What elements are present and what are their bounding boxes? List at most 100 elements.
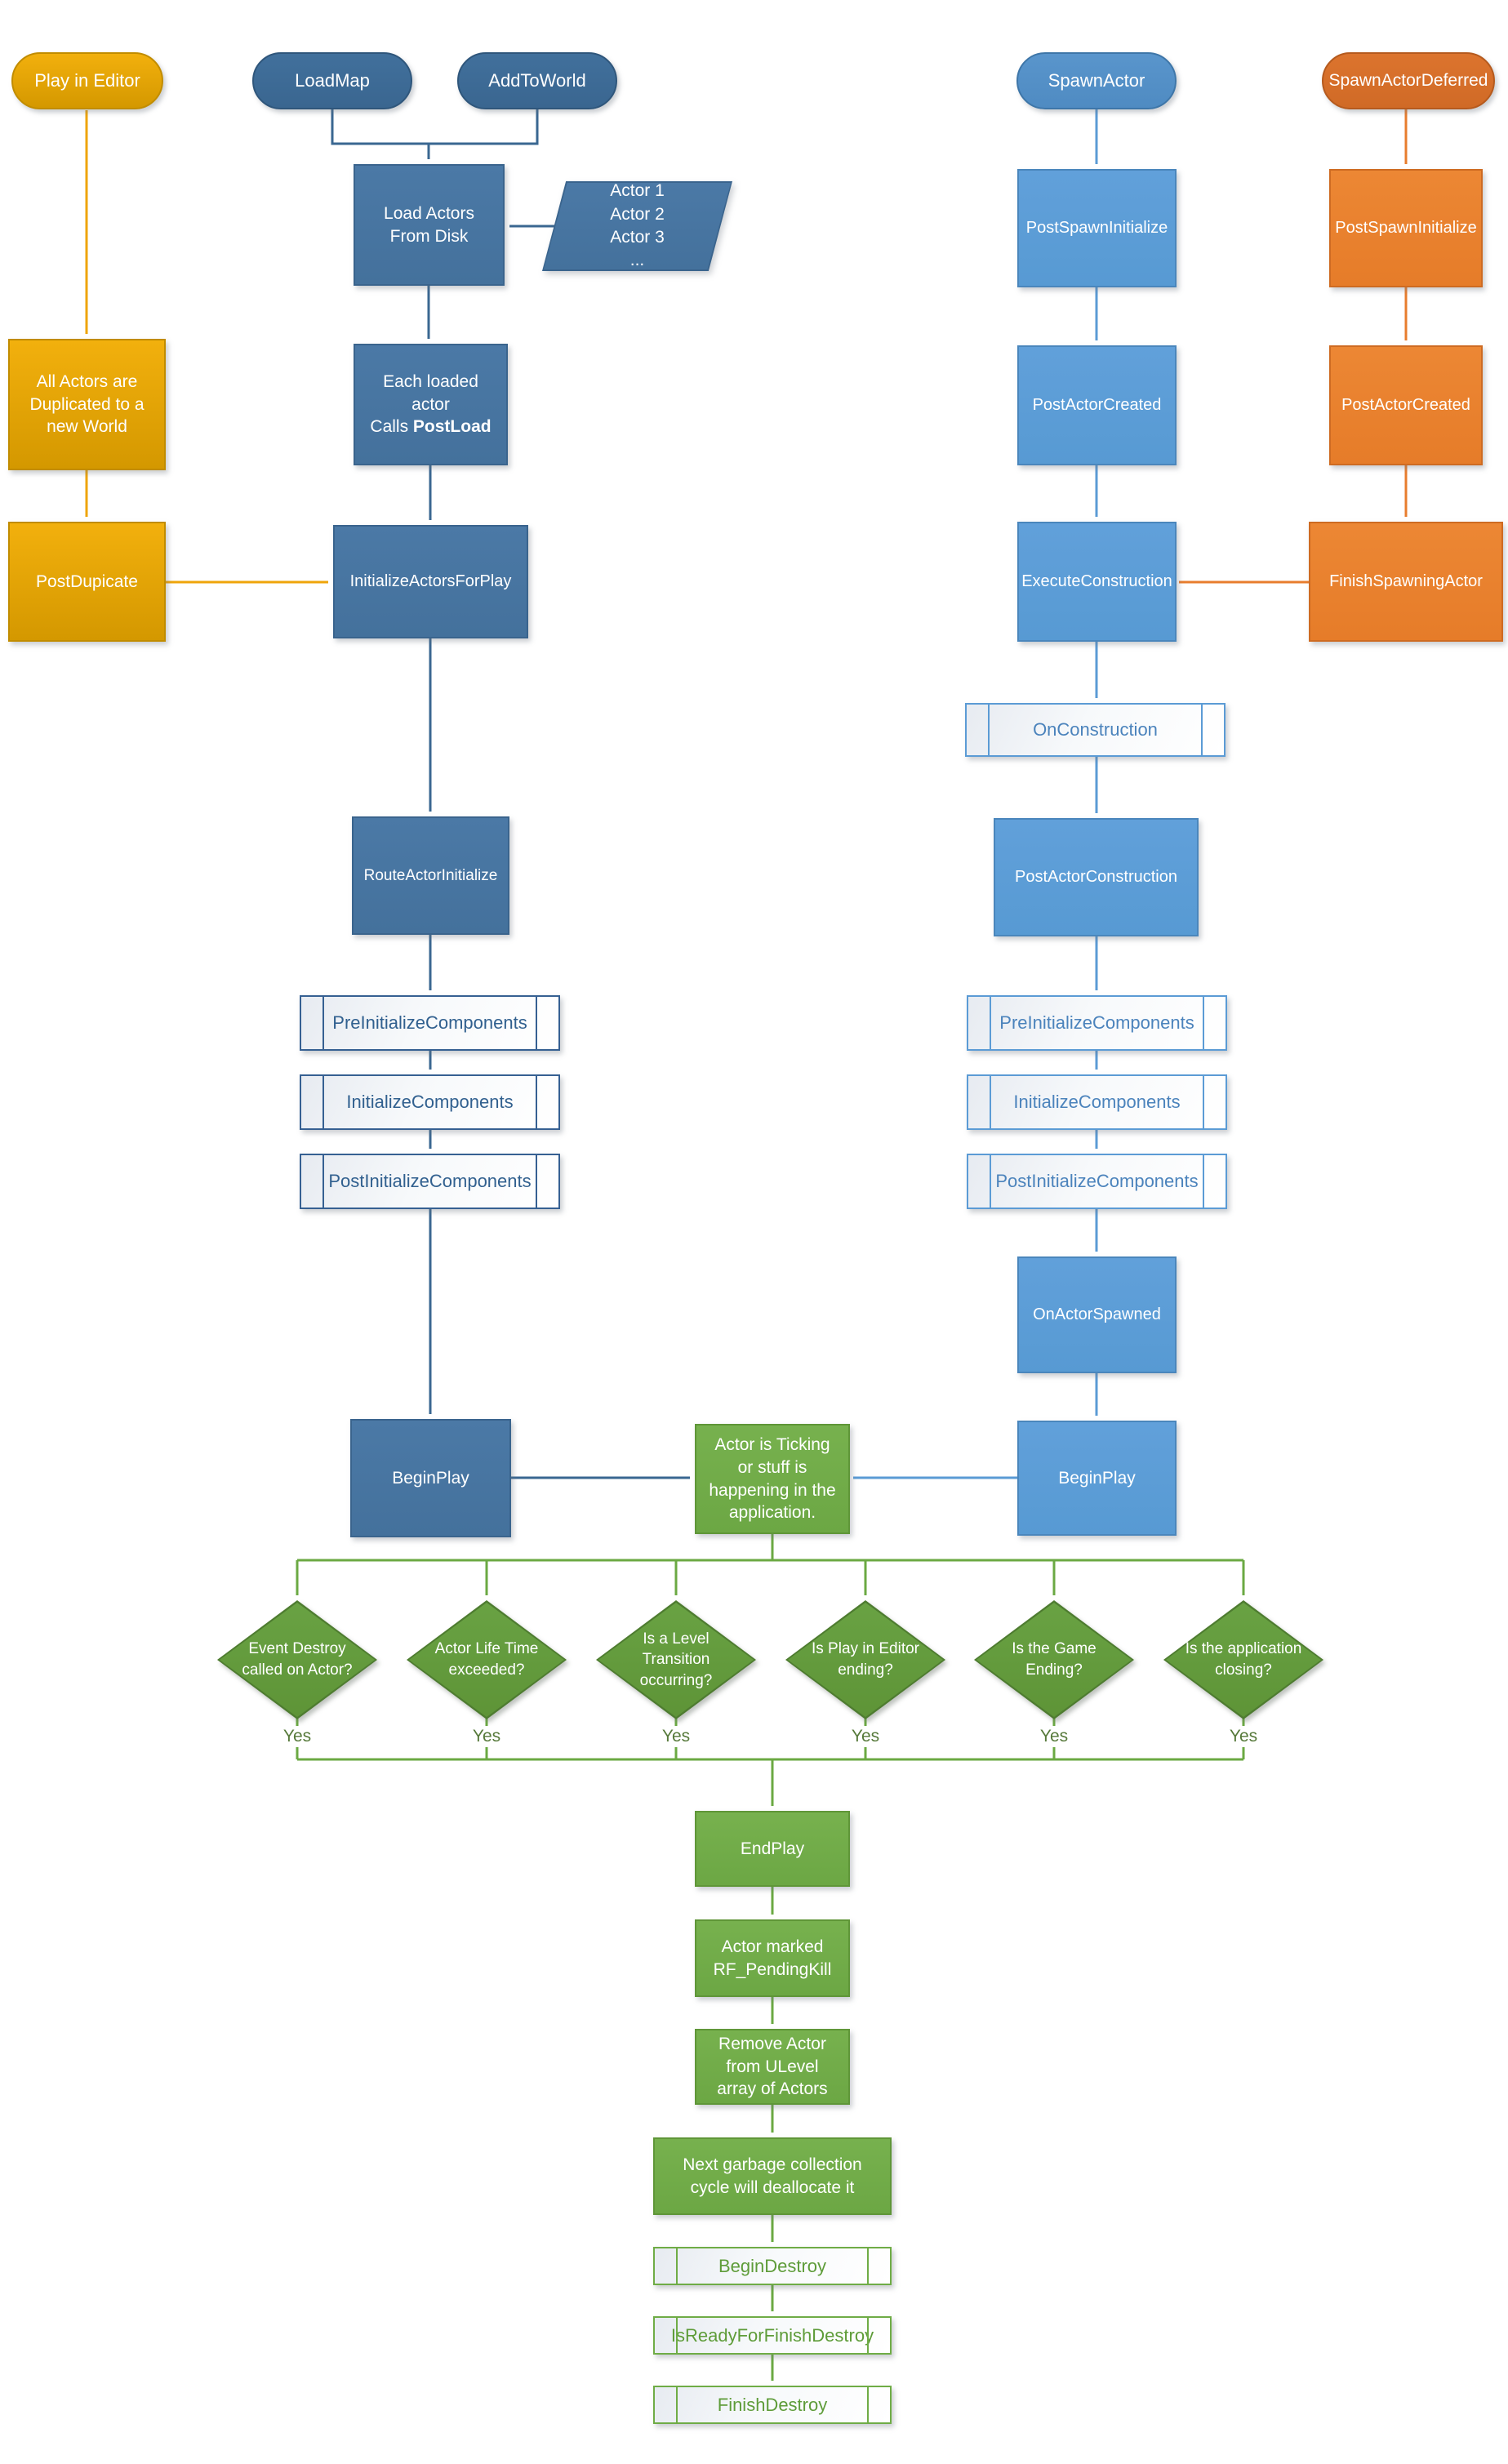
on-actor-spawned-box: OnActorSpawned [1017,1256,1177,1373]
post-spawn-initialize-blue-box: PostSpawnInitialize [1017,169,1177,287]
yes-label-1: Yes [278,1726,316,1747]
spawn-actor-start: SpawnActor [1016,52,1177,109]
actor-list-line: ... [629,251,645,270]
post-initialize-components-right-subroutine: PostInitializeComponents [967,1154,1227,1209]
spawn-actor-label: SpawnActor [1048,70,1145,91]
post-actor-created-orange-label: PostActorCreated [1341,396,1470,415]
decision-game-ending-label: Is the Game Ending? [1012,1640,1097,1679]
decision-game-ending: Is the Game Ending? [974,1600,1134,1719]
actor-list-line: Actor 3 [610,228,665,247]
spawn-actor-deferred-start: SpawnActorDeferred [1322,52,1495,109]
on-actor-spawned-label: OnActorSpawned [1033,1305,1161,1324]
actor-list-fill [544,183,731,269]
actor-marked-pending-kill-label: Actor marked RF_PendingKill [713,1937,832,1979]
finish-destroy-label: FinishDestroy [717,2394,828,2415]
decision-pie-ending: Is Play in Editor ending? [785,1600,945,1719]
post-initialize-components-right-label: PostInitializeComponents [995,1171,1199,1191]
play-in-editor-start: Play in Editor [11,52,163,109]
pre-initialize-components-right-label: PreInitializeComponents [999,1012,1194,1033]
begin-play-right-box: BeginPlay [1017,1421,1177,1536]
decision-lifetime-exceeded-label: Actor Life Time exceeded? [434,1640,539,1679]
load-map-label: LoadMap [295,70,370,91]
remove-actor-ulevel-label: Remove Actor from ULevel array of Actors [717,2034,828,2099]
decision-level-transition: Is a Level Transition occurring? [596,1600,756,1719]
pre-initialize-components-right-subroutine: PreInitializeComponents [967,995,1227,1051]
each-loaded-actor-postload: PostLoad [412,417,492,437]
remove-actor-ulevel-box: Remove Actor from ULevel array of Actors [695,2029,850,2105]
on-construction-label: OnConstruction [1033,719,1158,740]
play-in-editor-label: Play in Editor [34,70,140,91]
decision-level-transition-label: Is a Level Transition occurring? [639,1630,713,1689]
begin-destroy-subroutine: BeginDestroy [653,2247,892,2285]
begin-play-right-label: BeginPlay [1058,1468,1136,1488]
on-construction-subroutine: OnConstruction [965,703,1226,757]
finish-spawning-actor-box: FinishSpawningActor [1309,522,1503,642]
initialize-actors-for-play-label: InitializeActorsForPlay [349,572,512,591]
actor-list-line: Actor 2 [610,204,665,224]
garbage-collection-box: Next garbage collection cycle will deall… [653,2137,892,2215]
finish-destroy-subroutine: FinishDestroy [653,2386,892,2424]
post-dupicate-box: PostDupicate [8,522,166,642]
execute-construction-label: ExecuteConstruction [1021,572,1172,591]
decision-application-closing: Is the application closing? [1163,1600,1323,1719]
decision-application-closing-label: Is the application closing? [1185,1640,1302,1679]
execute-construction-box: ExecuteConstruction [1017,522,1177,642]
actor-list-data-shape: Actor 1 Actor 2 Actor 3 ... [542,181,732,271]
decision-pie-ending-label: Is Play in Editor ending? [812,1640,919,1679]
pre-initialize-components-left-subroutine: PreInitializeComponents [300,995,560,1051]
actor-list-lines: Actor 1 Actor 2 Actor 3 ... [542,181,732,271]
post-actor-created-blue-label: PostActorCreated [1032,396,1162,415]
yes-label-4: Yes [847,1726,884,1747]
add-to-world-start: AddToWorld [457,52,617,109]
post-spawn-initialize-blue-label: PostSpawnInitialize [1025,219,1168,238]
load-map-start: LoadMap [252,52,412,109]
post-dupicate-label: PostDupicate [36,572,138,591]
initialize-components-left-label: InitializeComponents [346,1092,514,1112]
actor-ticking-box: Actor is Ticking or stuff is happening i… [695,1424,850,1534]
post-spawn-initialize-orange-label: PostSpawnInitialize [1335,219,1477,238]
is-ready-for-finish-destroy-label: IsReadyForFinishDestroy [670,2324,874,2346]
is-ready-for-finish-destroy-subroutine: IsReadyForFinishDestroy [653,2316,892,2355]
begin-play-left-label: BeginPlay [392,1468,469,1488]
actor-list-line: Actor 1 [610,181,665,201]
elbow-loadmap-addtoworld [331,109,539,145]
post-actor-created-orange-box: PostActorCreated [1329,345,1483,465]
all-actors-duplicated-box: All Actors are Duplicated to a new World [8,339,166,470]
begin-destroy-label: BeginDestroy [718,2255,827,2276]
load-actors-from-disk-label: Load Actors From Disk [384,203,474,246]
initialize-components-right-label: InitializeComponents [1013,1092,1181,1112]
pre-initialize-components-left-label: PreInitializeComponents [332,1012,527,1033]
each-loaded-actor-line2: Calls [370,417,413,437]
all-actors-duplicated-label: All Actors are Duplicated to a new World [29,371,145,437]
post-initialize-components-left-subroutine: PostInitializeComponents [300,1154,560,1209]
each-loaded-actor-line1: Each loaded actor [383,371,478,414]
garbage-collection-label: Next garbage collection cycle will deall… [683,2155,862,2197]
finish-spawning-actor-label: FinishSpawningActor [1329,572,1483,591]
decision-event-destroy: Event Destroy called on Actor? [217,1600,377,1719]
load-actors-from-disk-box: Load Actors From Disk [354,164,505,286]
decision-event-destroy-label: Event Destroy called on Actor? [242,1640,353,1679]
yes-label-5: Yes [1035,1726,1073,1747]
post-actor-construction-label: PostActorConstruction [1015,868,1177,887]
route-actor-initialize-label: RouteActorInitialize [363,866,498,884]
actor-ticking-label: Actor is Ticking or stuff is happening i… [709,1435,836,1523]
end-play-label: EndPlay [740,1839,805,1858]
yes-label-3: Yes [657,1726,695,1747]
spawn-actor-deferred-label: SpawnActorDeferred [1328,71,1488,91]
post-spawn-initialize-orange-box: PostSpawnInitialize [1329,169,1483,287]
initialize-actors-for-play-box: InitializeActorsForPlay [333,525,528,638]
post-actor-construction-box: PostActorConstruction [994,818,1199,936]
initialize-components-right-subroutine: InitializeComponents [967,1074,1227,1130]
route-actor-initialize-box: RouteActorInitialize [352,816,509,935]
post-initialize-components-left-label: PostInitializeComponents [328,1171,532,1191]
yes-label-2: Yes [468,1726,505,1747]
yes-label-6: Yes [1225,1726,1262,1747]
actor-marked-pending-kill-box: Actor marked RF_PendingKill [695,1919,850,1997]
decision-lifetime-exceeded: Actor Life Time exceeded? [407,1600,567,1719]
initialize-components-left-subroutine: InitializeComponents [300,1074,560,1130]
post-actor-created-blue-box: PostActorCreated [1017,345,1177,465]
end-play-box: EndPlay [695,1811,850,1887]
